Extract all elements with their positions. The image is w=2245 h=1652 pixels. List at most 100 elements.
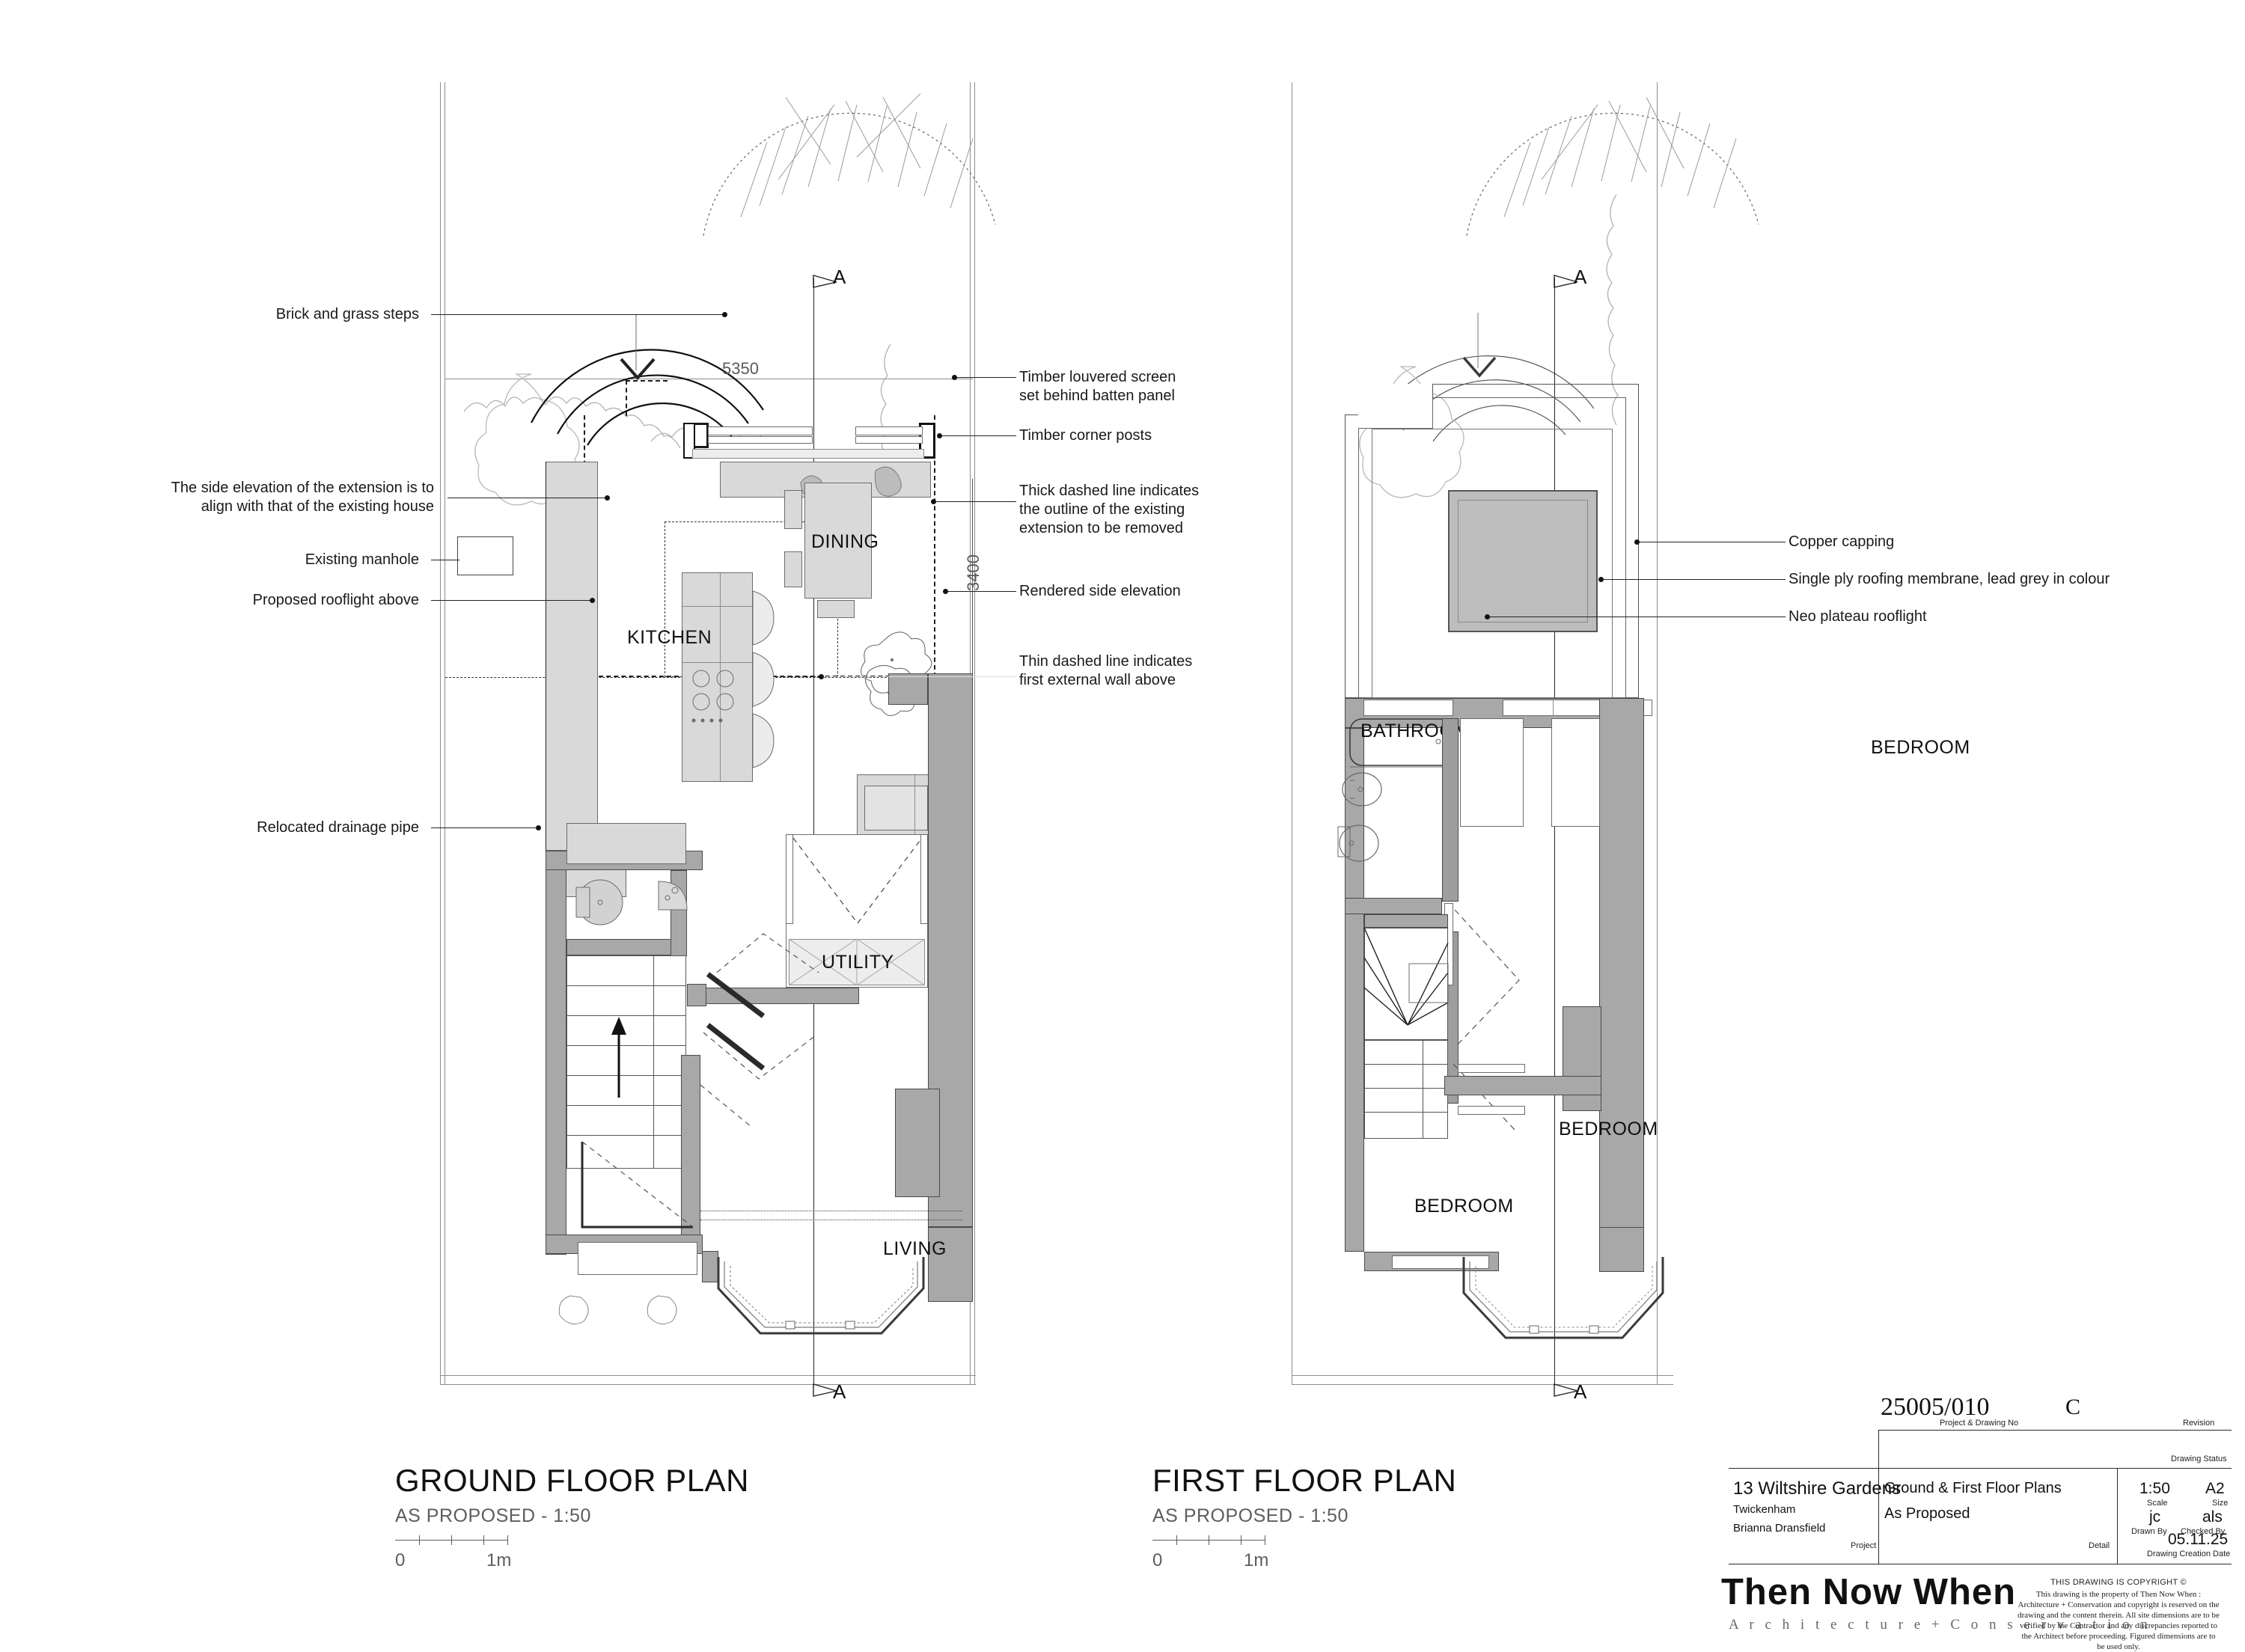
annotation-rendered-side-elevation: Rendered side elevation	[1019, 583, 1181, 599]
utility-door-leaf-left	[786, 834, 793, 924]
dining-chair-1	[784, 490, 802, 529]
dining-chair-3	[817, 600, 855, 618]
caption-drawn-by: Drawn By	[2131, 1527, 2167, 1536]
leader-thick-dashed	[935, 501, 1016, 502]
scale-bar-ground	[395, 1534, 515, 1550]
ff-site-boundary-right	[1657, 82, 1658, 1384]
flank-wall-right-nib	[888, 673, 928, 705]
project-name: 13 Wiltshire Gardens	[1733, 1478, 1902, 1499]
utility-door-leaf-right	[920, 834, 928, 924]
ff-section-line-a	[1554, 278, 1555, 1386]
annotation-brick-grass-steps: Brick and grass steps	[275, 306, 419, 322]
room-label-utility: UTILITY	[822, 952, 894, 973]
flank-wall-lower	[928, 1227, 973, 1302]
leader-dot-rendered-side-elevation	[943, 589, 948, 594]
leader-dot-copper-capping	[1634, 539, 1640, 545]
scale-value: 1:50	[2139, 1480, 2170, 1497]
ff-wardrobe-1	[1460, 718, 1524, 827]
ff-flank-wall-lower	[1599, 1227, 1644, 1272]
size-value: A2	[2205, 1480, 2225, 1497]
project-location: Twickenham	[1733, 1503, 1796, 1516]
utility-door-swing	[792, 837, 923, 924]
caption-scale: Scale	[2147, 1499, 2168, 1508]
shrub-outline	[474, 373, 580, 506]
annotation-side-elevation-l2: align with that of the existing house	[201, 498, 434, 515]
caption-project: Project	[1851, 1541, 1877, 1550]
plan-title-first: FIRST FLOOR PLAN	[1152, 1463, 1457, 1498]
plan-subtitle-first: AS PROPOSED - 1:50	[1152, 1505, 1348, 1526]
ff-hedge-outline	[1606, 194, 1619, 426]
client-name: Brianna Dransfield	[1733, 1522, 1826, 1535]
site-line-bottom	[440, 1375, 976, 1376]
plan-subtitle-ground: AS PROPOSED - 1:50	[395, 1505, 591, 1526]
caption-size: Size	[2212, 1499, 2229, 1508]
louvre-screen-right-2	[855, 436, 923, 444]
annotation-thick-dashed-l2: the outline of the existing	[1019, 501, 1185, 518]
leader-dot-single-ply-membrane	[1598, 577, 1604, 582]
chimney-breast-right	[895, 1089, 940, 1197]
ff-section-mark-bottom: A	[1574, 1380, 1587, 1403]
ff-section-arrow-top-icon	[1554, 275, 1578, 288]
caption-project-drawing-no: Project & Drawing No	[1940, 1419, 2019, 1428]
leader-dot-thin-dashed	[819, 674, 824, 679]
internal-wall-wc	[566, 939, 686, 955]
ff-bay-window	[1462, 1257, 1664, 1339]
annotation-thick-dashed-l3: extension to be removed	[1019, 520, 1184, 536]
louvre-screen-left-2	[708, 436, 813, 444]
living-partition	[681, 1055, 700, 1249]
rooflight-inner	[1458, 500, 1588, 622]
annotation-thin-dashed-l1: Thin dashed line indicates	[1019, 653, 1193, 670]
dining-table	[804, 483, 872, 599]
roof-outline-inner-step	[1358, 397, 1433, 429]
roof-outline-inner-2	[1372, 429, 1613, 698]
wc-fixtures	[575, 879, 688, 926]
front-planters	[558, 1295, 677, 1325]
tb-vline-1	[1878, 1430, 1879, 1564]
drawn-by-value: jc	[2149, 1508, 2161, 1526]
section-mark-top: A	[833, 266, 846, 288]
leader-proposed-rooflight	[431, 600, 594, 601]
caption-drawing-status: Drawing Status	[2171, 1454, 2227, 1463]
caption-checked-by: Checked By	[2181, 1527, 2226, 1536]
leader-single-ply-membrane	[1603, 579, 1786, 580]
louvre-screen-right	[855, 426, 923, 435]
ground-floor-plan: 5350 A A	[0, 0, 1108, 1587]
scale-start-ground: 0	[395, 1550, 406, 1570]
plan-title-ground: GROUND FLOOR PLAN	[395, 1463, 749, 1498]
leader-dot-neo-plateau-rooflight	[1485, 614, 1490, 620]
tb-hline-2	[1729, 1468, 2232, 1469]
dining-chair-2	[784, 551, 802, 587]
checked-by-value: als	[2202, 1508, 2223, 1526]
annotation-louvered-screen-l2: set behind batten panel	[1019, 388, 1175, 404]
site-boundary-right-2	[974, 82, 975, 1384]
dimension-5350: 5350	[722, 359, 759, 378]
ff-bathroom-wall	[1345, 898, 1442, 914]
leader-dot-louvered-screen	[952, 375, 957, 380]
room-label-dining: DINING	[811, 531, 879, 552]
front-door-swing	[581, 1141, 694, 1229]
bar-stools	[752, 590, 775, 768]
annotation-copper-capping: Copper capping	[1789, 533, 1895, 550]
winder-treads	[1363, 927, 1449, 1026]
leader-dot-thick-dashed	[931, 499, 936, 504]
room-label-bedroom-1: BEDROOM	[1871, 737, 1970, 758]
caption-detail: Detail	[2089, 1541, 2110, 1550]
section-mark-bottom: A	[833, 1380, 846, 1403]
first-floor-plan: A A BATHROOM	[1122, 0, 1970, 1587]
ff-flank-wall-left	[1345, 728, 1364, 1252]
leader-dot-side-elevation	[605, 495, 610, 501]
leader-dot-relocated-drainage	[536, 825, 541, 830]
annotation-timber-corner-posts: Timber corner posts	[1019, 427, 1152, 444]
ff-parapet-top	[1482, 374, 1639, 385]
sliding-door-track	[692, 449, 924, 459]
bathroom-fixtures	[1337, 718, 1454, 862]
ff-rear-window-mullion-1	[1553, 700, 1554, 715]
leader-relocated-drainage	[431, 827, 540, 828]
hall-wall-angled	[687, 984, 706, 1006]
steps-arcs	[531, 314, 764, 446]
section-line-a	[813, 278, 814, 1386]
annotation-existing-manhole: Existing manhole	[305, 551, 419, 568]
existing-extension-dashed-outline-upper	[626, 380, 668, 416]
ff-site-line-bottom	[1292, 1375, 1673, 1376]
ff-landing-wall	[1442, 718, 1459, 902]
